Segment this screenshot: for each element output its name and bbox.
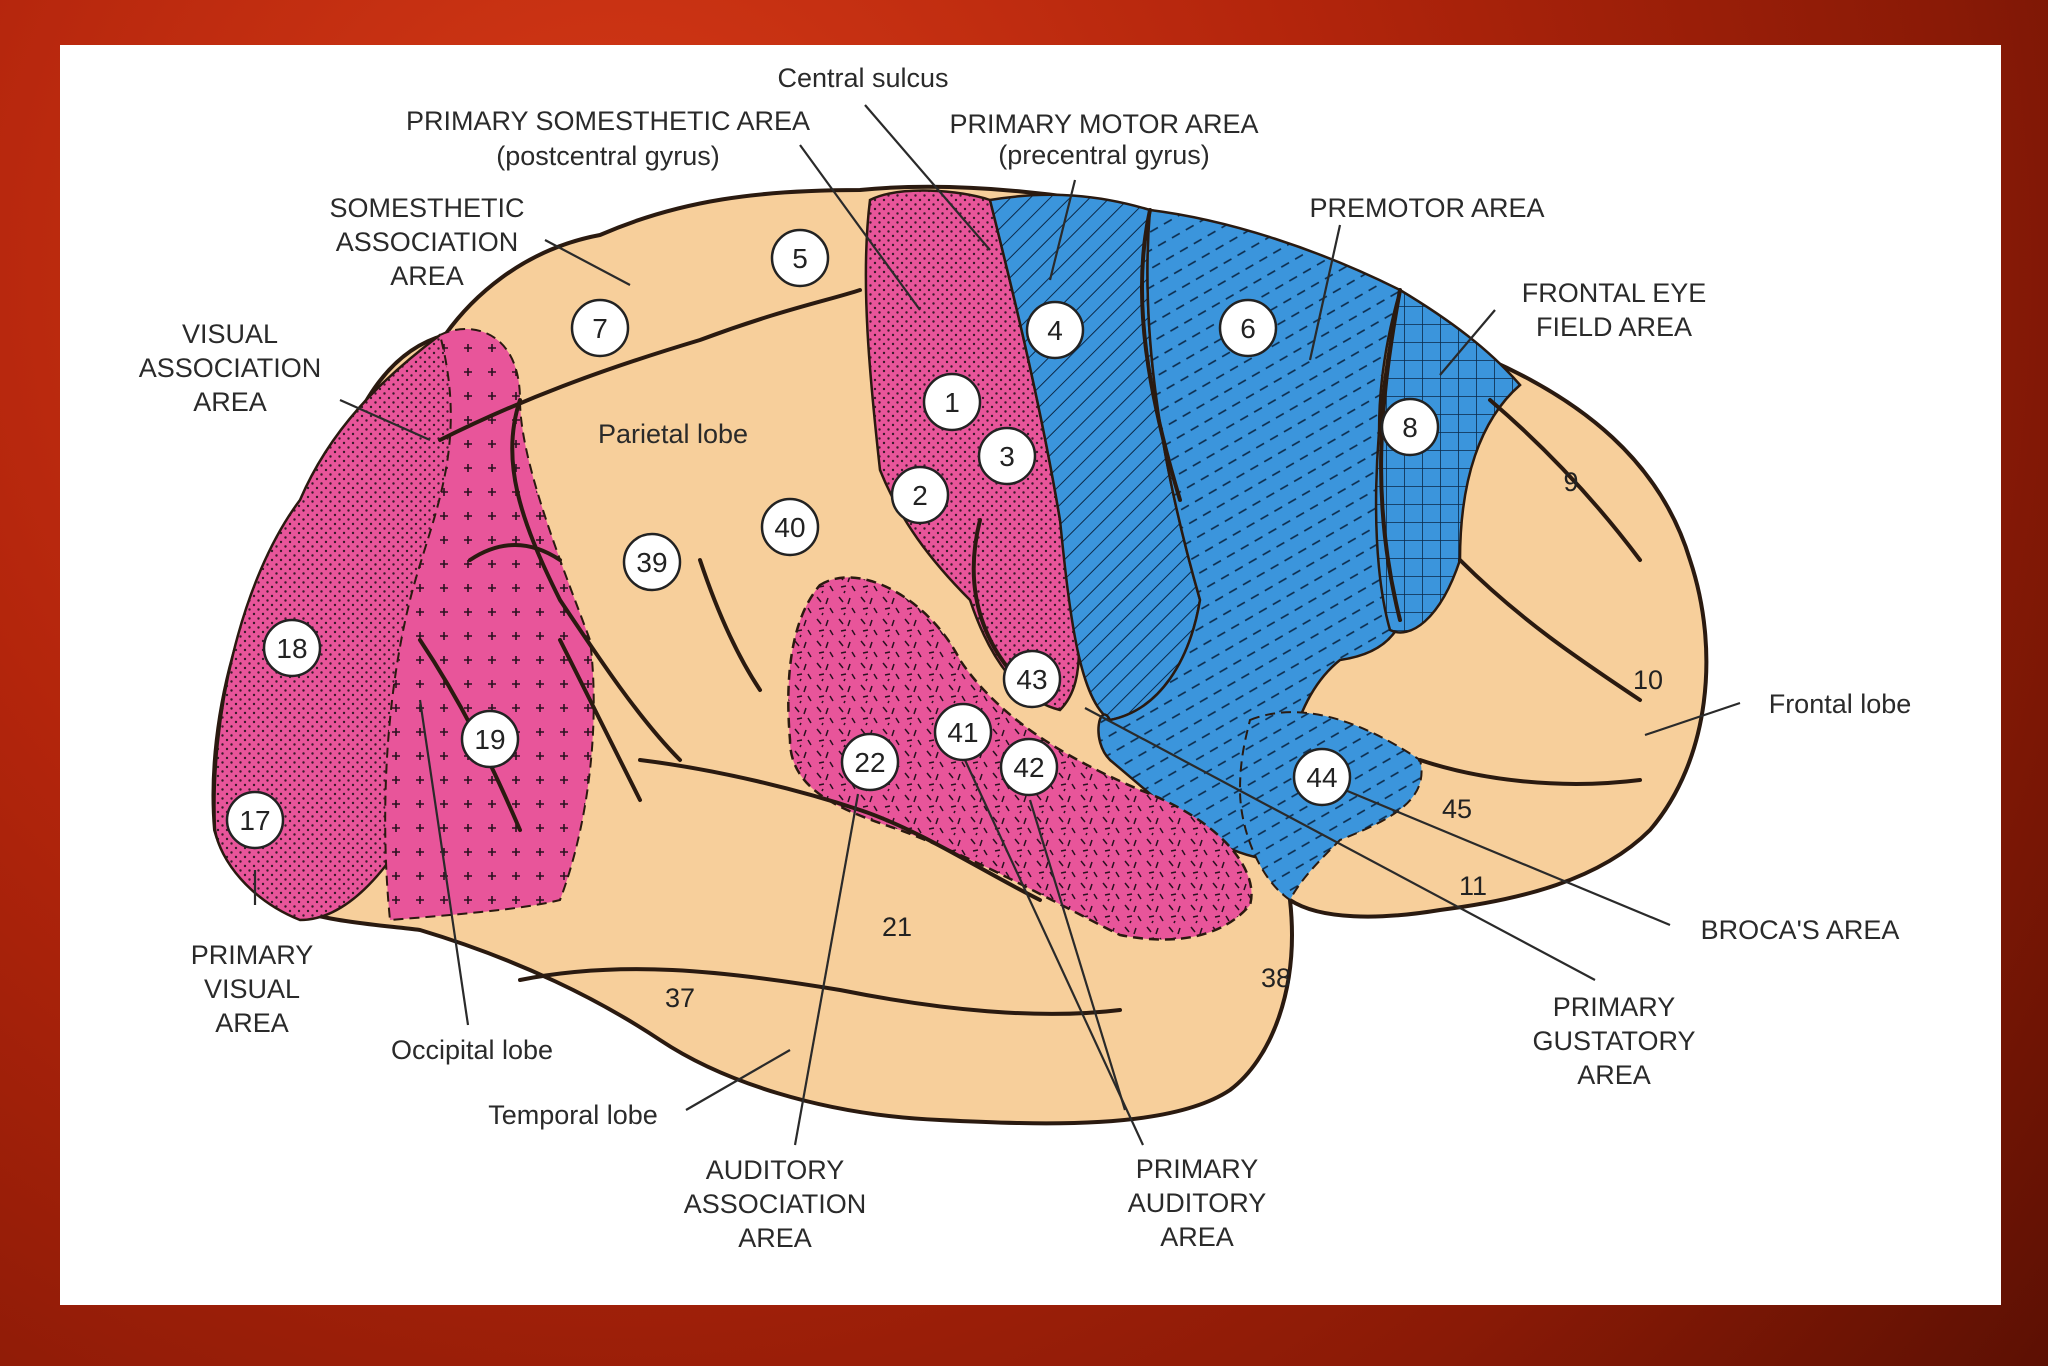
area-19-marker: 19 [460, 709, 520, 769]
area-17-marker: 17 [225, 790, 285, 850]
area-18-label: 18 [276, 633, 307, 664]
area-6-label: 6 [1240, 313, 1256, 344]
area-22-marker: 22 [840, 732, 900, 792]
area-44-label: 44 [1306, 762, 1337, 793]
label-prim-aud-3: AREA [1160, 1222, 1234, 1252]
area-4-label: 4 [1047, 315, 1063, 346]
leader-lines [253, 104, 1741, 1146]
label-somesthetic-2: (postcentral gyrus) [496, 141, 720, 171]
area-40-label: 40 [774, 512, 805, 543]
label-parietal-lobe: Parietal lobe [598, 419, 748, 449]
label-prim-visual-2: VISUAL [204, 974, 300, 1004]
area-5-marker: 5 [770, 228, 830, 288]
area-42-marker: 42 [999, 737, 1059, 797]
area-2-marker: 2 [890, 465, 950, 525]
label-temporal-lobe: Temporal lobe [488, 1100, 658, 1130]
area-9-label: 9 [1563, 467, 1578, 497]
label-occipital-lobe: Occipital lobe [391, 1035, 553, 1065]
label-prim-visual-1: PRIMARY [191, 940, 314, 970]
label-central-sulcus: Central sulcus [777, 63, 948, 93]
area-43-marker: 43 [1002, 649, 1062, 709]
label-vis-assoc-2: ASSOCIATION [139, 353, 322, 383]
label-som-assoc-1: SOMESTHETIC [329, 193, 524, 223]
label-aud-assoc-2: ASSOCIATION [684, 1189, 867, 1219]
area-10-label: 10 [1633, 665, 1663, 695]
area-17-label: 17 [239, 805, 270, 836]
area-22-label: 22 [854, 747, 885, 778]
area-39-label: 39 [636, 547, 667, 578]
region-44 [1238, 711, 1423, 902]
label-gustatory-1: PRIMARY [1553, 992, 1676, 1022]
area-19-label: 19 [474, 724, 505, 755]
area-37-label: 37 [665, 983, 695, 1013]
area-5-label: 5 [792, 243, 808, 274]
circled-area-numbers: 5 7 4 6 8 1 3 2 40 39 18 43 41 19 22 42 … [225, 228, 1440, 850]
label-gustatory-2: GUSTATORY [1532, 1026, 1695, 1056]
region-19 [384, 328, 595, 922]
area-7-marker: 7 [570, 298, 630, 358]
area-41-marker: 41 [933, 702, 993, 762]
area-18-marker: 18 [262, 618, 322, 678]
label-frontal-eye-2: FIELD AREA [1536, 312, 1692, 342]
label-motor-1: PRIMARY MOTOR AREA [949, 109, 1258, 139]
label-som-assoc-2: ASSOCIATION [336, 227, 519, 257]
label-aud-assoc-1: AUDITORY [706, 1155, 845, 1185]
area-8-label: 8 [1402, 412, 1418, 443]
area-43-label: 43 [1016, 664, 1047, 695]
label-premotor: PREMOTOR AREA [1309, 193, 1544, 223]
label-motor-2: (precentral gyrus) [998, 140, 1210, 170]
sulci-lines [418, 208, 1642, 1016]
area-7-label: 7 [592, 313, 608, 344]
label-prim-aud-1: PRIMARY [1136, 1154, 1259, 1184]
area-11-label: 11 [1459, 871, 1487, 901]
area-45-label: 45 [1442, 794, 1472, 824]
area-41-label: 41 [947, 717, 978, 748]
label-frontal-lobe: Frontal lobe [1769, 689, 1912, 719]
label-som-assoc-3: AREA [390, 261, 464, 291]
area-21-label: 21 [882, 912, 912, 942]
area-3-marker: 3 [977, 426, 1037, 486]
area-40-marker: 40 [760, 497, 820, 557]
area-8-marker: 8 [1380, 397, 1440, 457]
area-42-label: 42 [1013, 752, 1044, 783]
area-1-label: 1 [944, 387, 960, 418]
area-38-label: 38 [1261, 963, 1291, 993]
label-prim-aud-2: AUDITORY [1128, 1188, 1267, 1218]
area-6-marker: 6 [1218, 298, 1278, 358]
label-somesthetic-1: PRIMARY SOMESTHETIC AREA [406, 106, 810, 136]
area-4-marker: 4 [1025, 300, 1085, 360]
label-vis-assoc-1: VISUAL [182, 319, 278, 349]
area-39-marker: 39 [622, 532, 682, 592]
label-frontal-eye-1: FRONTAL EYE [1522, 278, 1707, 308]
area-44-marker: 44 [1292, 747, 1352, 807]
region-8 [1374, 288, 1522, 634]
label-gustatory-3: AREA [1577, 1060, 1651, 1090]
plain-area-numbers: 9 10 45 11 21 37 38 [665, 467, 1663, 1013]
area-2-label: 2 [912, 480, 928, 511]
label-prim-visual-3: AREA [215, 1008, 289, 1038]
label-broca: BROCA'S AREA [1701, 915, 1900, 945]
label-vis-assoc-3: AREA [193, 387, 267, 417]
label-aud-assoc-3: AREA [738, 1223, 812, 1253]
area-1-marker: 1 [922, 372, 982, 432]
area-3-label: 3 [999, 441, 1015, 472]
